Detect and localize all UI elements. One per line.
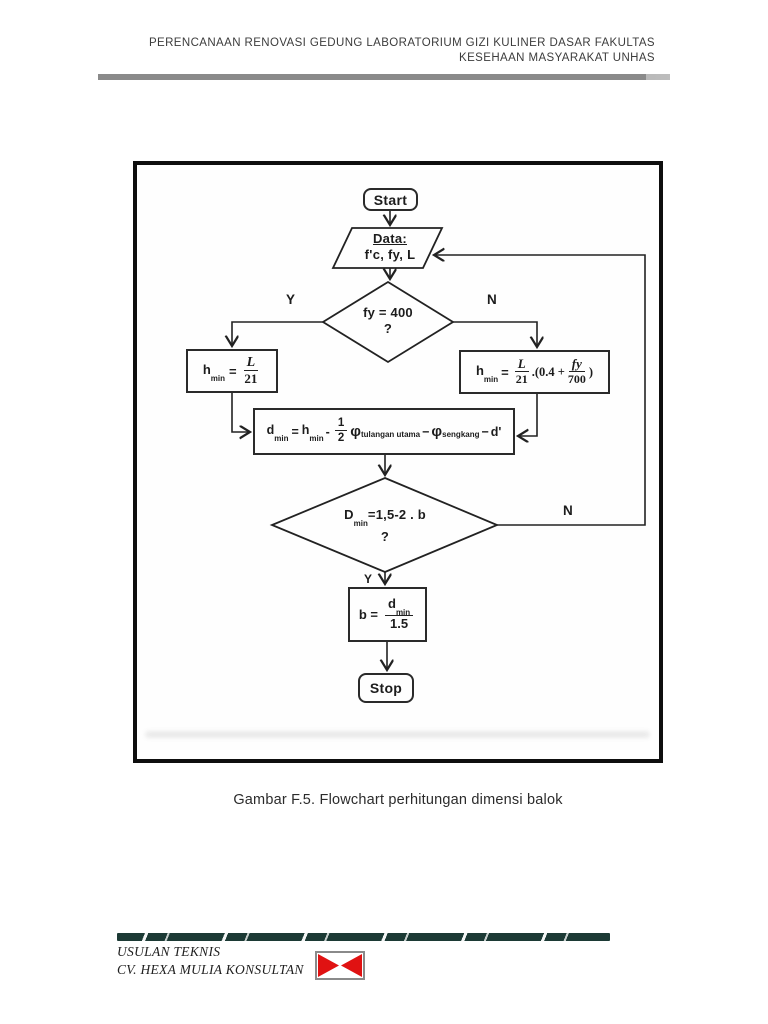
data-title: Data: bbox=[372, 231, 407, 246]
decision1-line1: fy = 400 bbox=[363, 305, 413, 320]
formula-dprime: d' bbox=[490, 424, 502, 439]
fraction-L-21: L 21 bbox=[243, 354, 259, 387]
formula-lhs: hmin bbox=[202, 362, 226, 383]
equals-sign: = bbox=[291, 424, 299, 439]
process-b: b = dmin 1.5 bbox=[348, 587, 427, 642]
fraction-dmin-15: dmin 1.5 bbox=[384, 596, 414, 631]
document-header: PERENCANAAN RENOVASI GEDUNG LABORATORIUM… bbox=[55, 36, 655, 66]
logo-right-triangle bbox=[341, 954, 362, 977]
fraction-fy-700: fy 700 bbox=[567, 355, 586, 387]
phi-subscript: tulangan utama bbox=[360, 430, 421, 439]
label-yes-2: Y bbox=[364, 572, 373, 586]
footer-bar bbox=[117, 933, 610, 941]
decision2-text: Dmin=1,5-2 . b ? bbox=[305, 507, 465, 545]
figure-caption: Gambar F.5. Flowchart perhitungan dimens… bbox=[233, 792, 563, 808]
start-node: Start bbox=[363, 188, 418, 211]
formula-close: ) bbox=[588, 364, 594, 379]
formula-d: dmin bbox=[266, 423, 289, 443]
label-no-1: N bbox=[487, 292, 497, 307]
decision1-line2: ? bbox=[383, 321, 393, 336]
header-line1: PERENCANAAN RENOVASI GEDUNG LABORATORIUM… bbox=[148, 37, 655, 49]
decision2-line2: ? bbox=[380, 528, 390, 544]
logo-left-triangle bbox=[318, 954, 339, 977]
minus-sign: − bbox=[422, 424, 430, 439]
fraction-numerator: dmin bbox=[384, 596, 414, 617]
fraction-1-2: 1 2 bbox=[334, 417, 348, 445]
formula-mid: .(0.4 + bbox=[531, 364, 565, 379]
header-divider bbox=[98, 74, 670, 80]
footer-line1: USULAN TEKNIS bbox=[117, 944, 221, 959]
decision2-line1: Dmin=1,5-2 . b bbox=[344, 507, 426, 528]
formula-lhs: b = bbox=[358, 607, 378, 622]
minus-sign: - bbox=[325, 424, 330, 439]
label-no-2: N bbox=[563, 503, 573, 518]
fraction-L-21: L 21 bbox=[514, 355, 529, 387]
decision1-text: fy = 400 ? bbox=[328, 305, 448, 337]
process-hmin-right: hmin = L 21 .(0.4 + fy 700 ) bbox=[459, 350, 610, 394]
formula-h: hmin bbox=[301, 423, 324, 443]
label-yes-1: Y bbox=[286, 292, 296, 307]
footer-line2: CV. HEXA MULIA KONSULTAN bbox=[117, 962, 304, 977]
phi-symbol: φ bbox=[350, 423, 361, 440]
start-label: Start bbox=[373, 191, 408, 208]
formula-lhs: hmin bbox=[475, 363, 499, 384]
phi-subscript: sengkang bbox=[442, 430, 480, 439]
data-node: Data: f'c, fy, L bbox=[340, 231, 440, 262]
header-line2: KESEHAAN MASYARAKAT UNHAS bbox=[459, 52, 655, 64]
scan-artifact bbox=[145, 731, 650, 738]
data-values: f'c, fy, L bbox=[364, 247, 416, 262]
minus-sign: − bbox=[481, 424, 489, 439]
stop-label: Stop bbox=[369, 680, 403, 696]
process-hmin-left: hmin = L 21 bbox=[186, 349, 278, 393]
stop-node: Stop bbox=[358, 673, 414, 703]
phi-symbol: φ bbox=[431, 423, 443, 440]
company-logo bbox=[315, 951, 365, 980]
equals-sign: = bbox=[501, 364, 509, 380]
equals-sign: = bbox=[229, 363, 237, 379]
